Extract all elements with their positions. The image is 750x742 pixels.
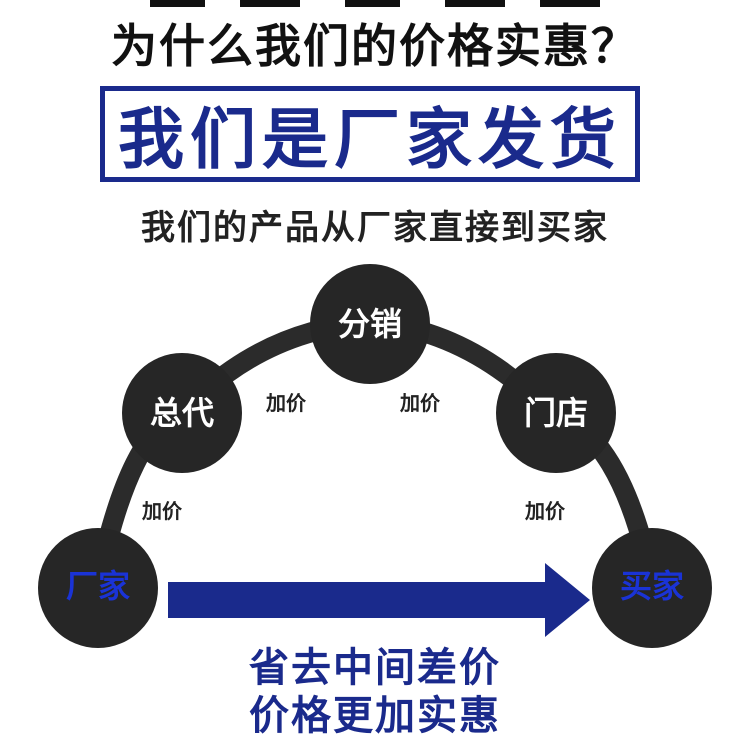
subtitle: 我们的产品从厂家直接到买家: [141, 208, 609, 248]
edge-label-general-distribution: 加价: [265, 391, 307, 415]
node-factory-label: 厂家: [66, 567, 130, 605]
bottom-line-2: 价格更加实惠: [249, 693, 501, 739]
edge-label-store-buyer: 加价: [524, 499, 566, 523]
bottom-line-1: 省去中间差价: [249, 645, 501, 691]
node-general-agent: 总代: [122, 353, 242, 473]
top-decor-strip: [0, 0, 750, 10]
node-buyer: 买家: [592, 528, 712, 648]
edge-label-factory-general: 加价: [141, 499, 183, 523]
direct-arrow: [168, 563, 590, 637]
node-store-label: 门店: [524, 394, 588, 432]
edge-label-distribution-store: 加价: [399, 391, 441, 415]
node-buyer-label: 买家: [620, 567, 684, 605]
node-distribution-label: 分销: [338, 305, 402, 343]
node-store: 门店: [496, 353, 616, 473]
banner-text: 我们是厂家发货: [118, 101, 622, 178]
node-general-agent-label: 总代: [150, 394, 214, 432]
page-title: 为什么我们的价格实惠？: [111, 19, 639, 73]
factory-banner: 我们是厂家发货: [100, 86, 640, 182]
node-factory: 厂家: [38, 528, 158, 648]
node-distribution: 分销: [310, 264, 430, 384]
